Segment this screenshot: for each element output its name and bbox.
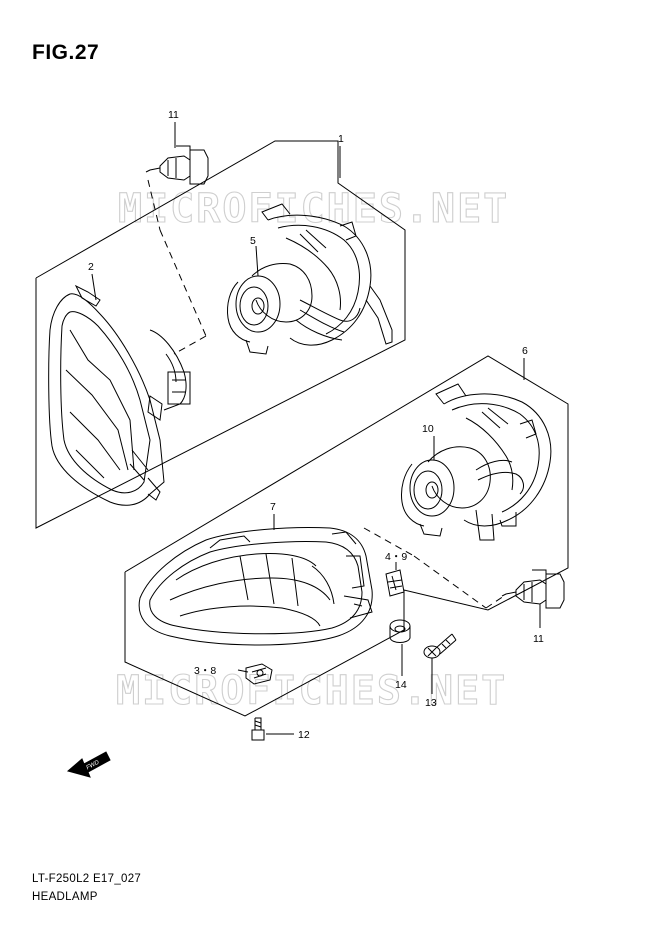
part-7-headlamp-unit: [138, 527, 373, 646]
callout-2: 2: [88, 261, 94, 273]
callout-6: 6: [522, 345, 528, 357]
callout-11-top: 11: [168, 109, 179, 121]
part-12-bolt: [251, 717, 265, 741]
figure-name: HEADLAMP: [32, 891, 98, 903]
callout-leaders: [91, 122, 541, 735]
callout-11-bottom: 11: [533, 633, 544, 645]
part-11-bulb-top: [145, 145, 209, 185]
figure-code: LT-F250L2 E17_027: [32, 873, 142, 885]
part-2-headlamp-unit: [48, 284, 191, 506]
lower-assembly-outline: [124, 355, 569, 717]
callout-7: 7: [270, 501, 276, 513]
figure-title: FIG.27: [32, 41, 100, 64]
watermark-top: MICROFICHES.NET: [118, 186, 509, 232]
callout-14: 14: [395, 679, 407, 691]
callout-13: 13: [425, 697, 437, 709]
part-13-screw: [423, 633, 457, 659]
watermark-bottom: MICROFICHES.NET: [116, 668, 507, 714]
part-11-bulb-bottom: [501, 569, 565, 609]
assembly-lines: [147, 179, 505, 609]
part-14-grommet: [389, 619, 411, 643]
part-4-9-clip-nut: [385, 569, 405, 597]
part-6-housing: [401, 383, 552, 541]
part-3-8-clip-nut: [245, 663, 273, 685]
forward-direction-arrow-icon: [66, 751, 111, 778]
callout-1: 1: [338, 133, 344, 145]
upper-assembly-outline: [35, 140, 406, 529]
callout-4-9: 4・9: [385, 551, 407, 563]
callout-10: 10: [422, 423, 434, 435]
callout-12: 12: [298, 729, 310, 741]
callout-3-8: 3・8: [194, 665, 216, 677]
callout-5: 5: [250, 235, 256, 247]
